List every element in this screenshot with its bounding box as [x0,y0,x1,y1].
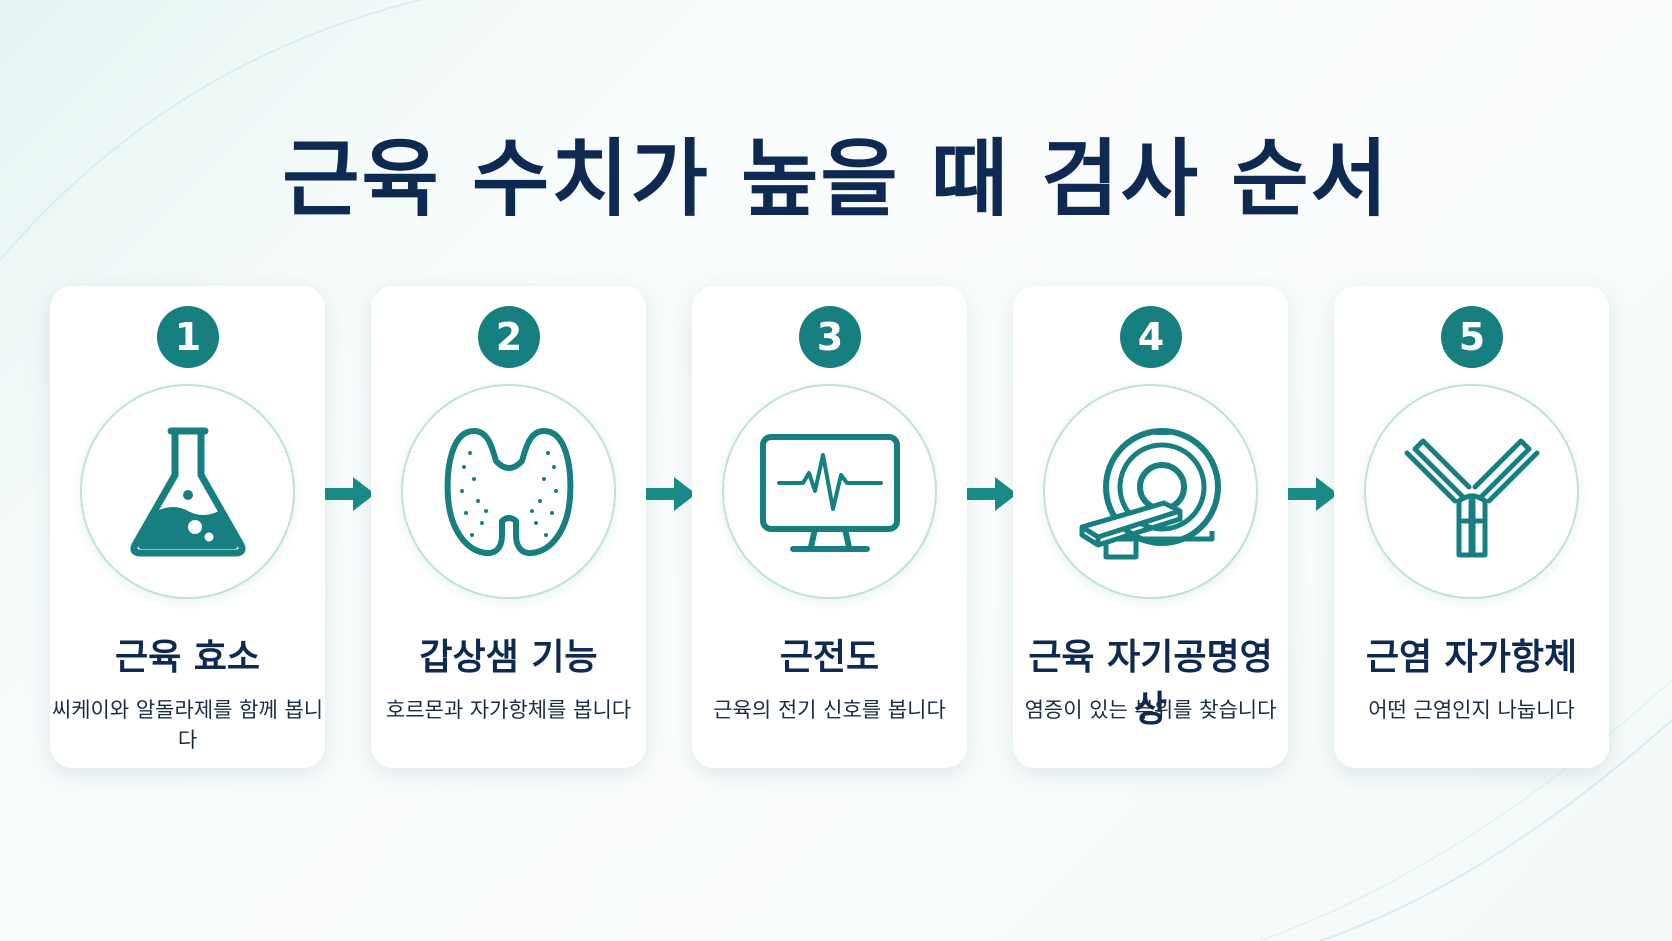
step-title: 근염 자가항체 [1365,637,1578,678]
step-description: 씨케이와 알돌라제를 함께 봅니다 [51,698,324,752]
arrow-right-icon [646,477,696,511]
step-title: 갑상샘 기능 [419,637,598,678]
step-number-badge: 2 [478,306,540,368]
flask-icon [129,427,246,556]
antibody-icon [1404,438,1539,557]
step-card-4: 4 근육 자기공명영상 염증이 있는 부위를 찾습니다 [1013,286,1288,768]
step-title: 근전도 [779,637,880,678]
icon-circle [80,384,295,599]
thyroid-icon [444,427,573,556]
icon-circle [722,384,937,599]
step-number-badge: 4 [1120,306,1182,368]
icon-circle [401,384,616,599]
step-title: 근육 효소 [114,637,260,678]
arrow-right-icon [967,477,1017,511]
step-title: 근육 자기공명영상 [1028,637,1273,730]
step-description: 염증이 있는 부위를 찾습니다 [1024,698,1277,722]
icon-circle [1043,384,1258,599]
step-card-2: 2 갑상샘 기능 호르몬과 자가항체를 봅니다 [371,286,646,768]
step-description: 어떤 근염인지 나눕니다 [1368,698,1575,722]
step-number-badge: 5 [1441,306,1503,368]
page-title: 근육 수치가 높을 때 검사 순서 [282,130,1390,228]
step-number-badge: 3 [799,306,861,368]
arrow-right-icon [1288,477,1338,511]
arrow-right-icon [325,477,375,511]
step-number-badge: 1 [157,306,219,368]
step-card-3: 3 근전도 근육의 전기 신호를 봅니다 [692,286,967,768]
icon-circle [1364,384,1579,599]
mri-scanner-icon [1079,427,1221,559]
monitor-waveform-icon [759,433,900,552]
step-card-1: 1 근육 효소 씨케이와 알돌라제를 함께 봅니다 [50,286,325,768]
step-description: 호르몬과 자가항체를 봅니다 [385,698,632,722]
step-card-5: 5 근염 자가항체 어떤 근염인지 나눕니다 [1334,286,1609,768]
step-description: 근육의 전기 신호를 봅니다 [713,698,946,722]
